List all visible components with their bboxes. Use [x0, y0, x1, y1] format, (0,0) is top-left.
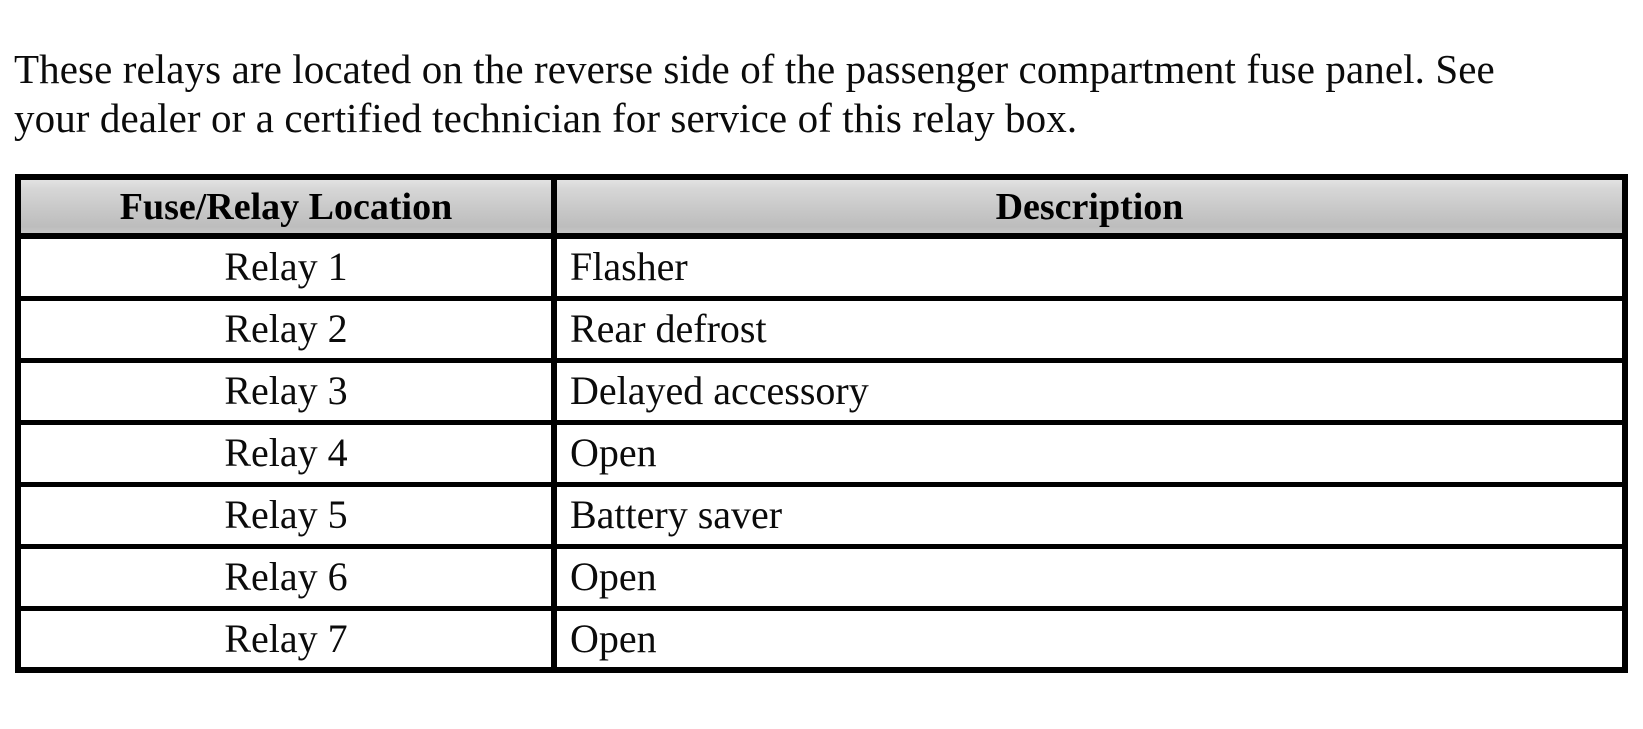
column-header-description: Description — [554, 177, 1625, 239]
cell-description: Flasher — [554, 236, 1625, 301]
column-header-location: Fuse/Relay Location — [18, 177, 557, 239]
table-row: Relay 4 Open — [18, 422, 1625, 487]
cell-description: Rear defrost — [554, 298, 1625, 363]
cell-description: Delayed accessory — [554, 360, 1625, 425]
cell-location: Relay 5 — [18, 484, 557, 549]
table-row: Relay 3 Delayed accessory — [18, 360, 1625, 425]
cell-location: Relay 6 — [18, 546, 557, 611]
table-row: Relay 5 Battery saver — [18, 484, 1625, 549]
cell-description: Open — [554, 422, 1625, 487]
table-row: Relay 6 Open — [18, 546, 1625, 611]
cell-description: Open — [554, 546, 1625, 611]
cell-location: Relay 2 — [18, 298, 557, 363]
cell-description: Open — [554, 608, 1625, 670]
cell-location: Relay 3 — [18, 360, 557, 425]
cell-location: Relay 7 — [18, 608, 557, 670]
table-header-row: Fuse/Relay Location Description — [18, 177, 1625, 239]
table-row: Relay 7 Open — [18, 608, 1625, 670]
table-header: Fuse/Relay Location Description — [18, 177, 1625, 239]
relay-table-container: Fuse/Relay Location Description Relay 1 … — [15, 174, 1628, 673]
cell-location: Relay 4 — [18, 422, 557, 487]
fuse-relay-table: Fuse/Relay Location Description Relay 1 … — [15, 174, 1628, 673]
intro-paragraph: These relays are located on the reverse … — [14, 46, 1506, 141]
table-row: Relay 1 Flasher — [18, 236, 1625, 301]
table-row: Relay 2 Rear defrost — [18, 298, 1625, 363]
table-body: Relay 1 Flasher Relay 2 Rear defrost Rel… — [18, 236, 1625, 670]
cell-description: Battery saver — [554, 484, 1625, 549]
cell-location: Relay 1 — [18, 236, 557, 301]
